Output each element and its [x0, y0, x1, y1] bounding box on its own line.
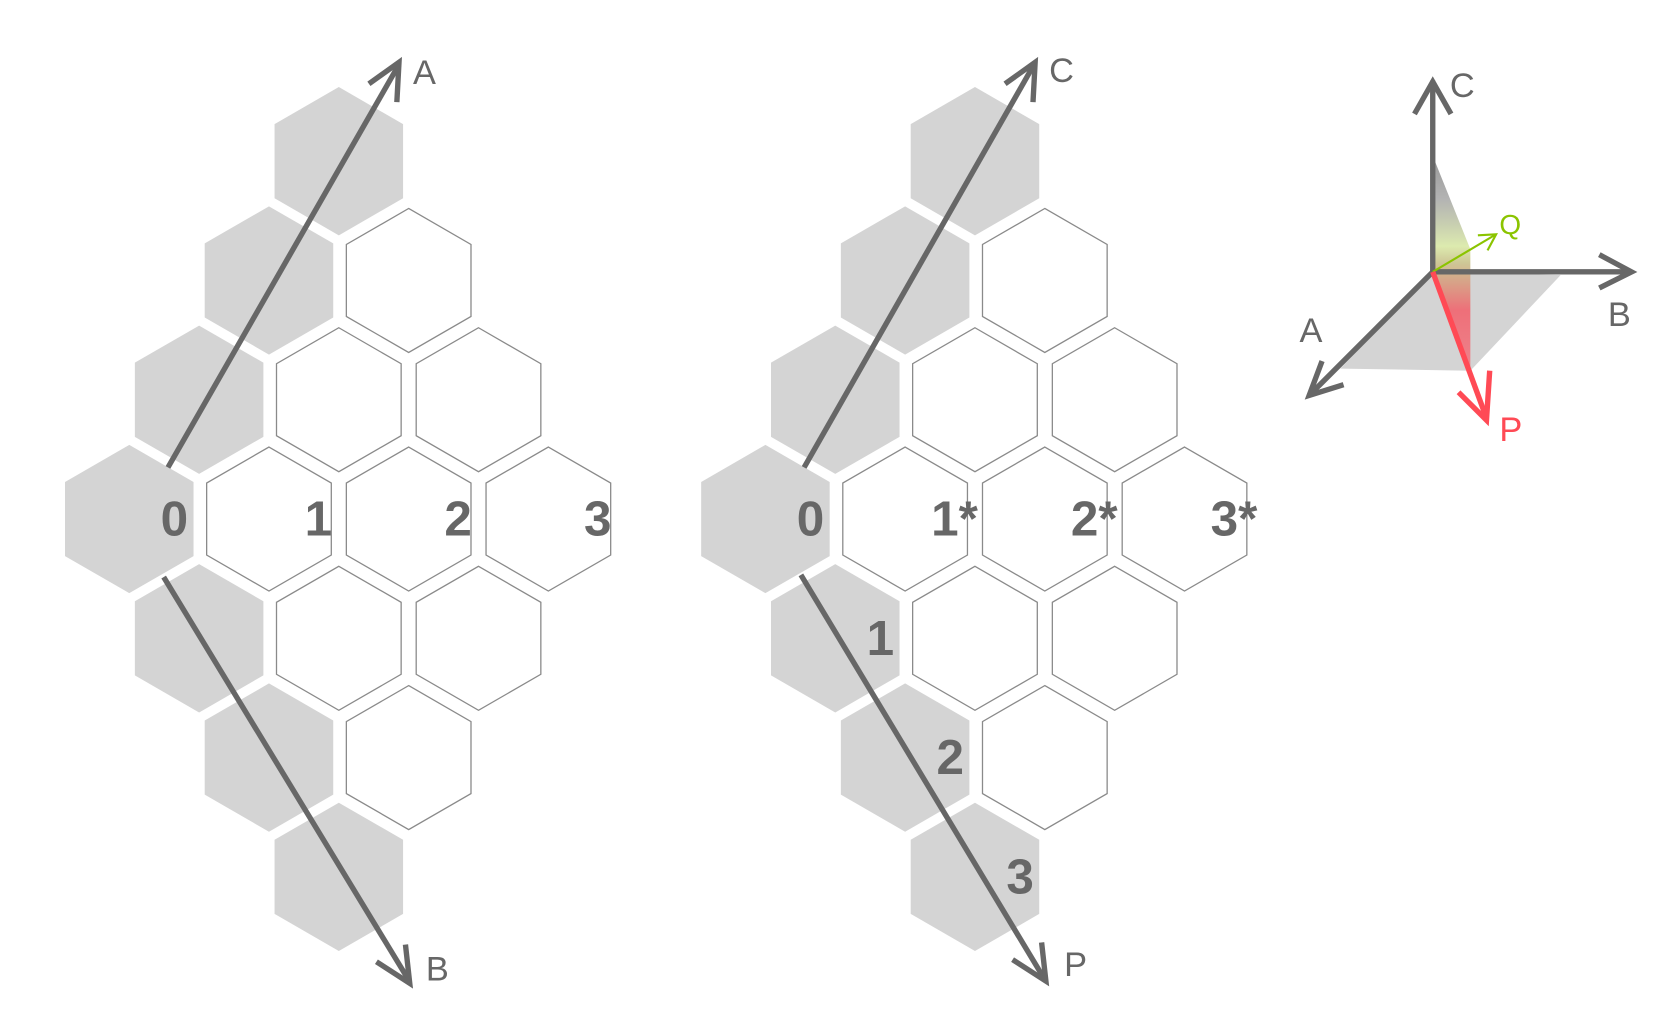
vector-p-arrow [798, 573, 1050, 987]
grid-cell [981, 446, 1108, 592]
vector-q-arrow [1432, 233, 1498, 273]
axis-b-arrow [161, 575, 414, 989]
grid-cell [842, 446, 969, 592]
down-axis-label: 3 [1006, 849, 1034, 904]
axis-a-arrow [165, 56, 402, 469]
grid-cell [206, 446, 332, 592]
axis-cell [204, 683, 334, 832]
diagonal-label: 3 [584, 492, 611, 547]
axis-cell [771, 564, 900, 713]
diagonal-label: 1* [931, 492, 978, 547]
axis-b-3d [1432, 252, 1638, 291]
diagonal-label: 1 [305, 492, 333, 547]
grid-cell [912, 565, 1038, 712]
axis-cell [840, 206, 970, 355]
axis-a-label: A [413, 54, 436, 92]
axis-cell [701, 444, 830, 594]
grid-cell [981, 207, 1108, 354]
grid-cell [345, 207, 472, 354]
axis-c-arrow [801, 56, 1039, 469]
axis-c-3d-label: C [1450, 67, 1475, 105]
axis-cell [771, 325, 900, 474]
grid-cell [345, 446, 472, 592]
grid-cell [415, 327, 542, 473]
grid-cell [275, 565, 402, 712]
axis-cell [910, 87, 1040, 236]
diagonal-label: 2 [444, 492, 472, 547]
diagonal-label: 3* [1211, 492, 1258, 547]
grid-cell [1051, 327, 1178, 473]
grid-cell [485, 446, 612, 592]
grid-cell [981, 684, 1108, 831]
axis-a-3d-label: A [1299, 312, 1322, 350]
axis-a-3d [1304, 269, 1435, 400]
grid-cell [1051, 565, 1178, 712]
vector-q-label: Q [1499, 209, 1521, 240]
grid-cell [345, 684, 472, 831]
axis-cell [134, 325, 264, 474]
axis-b-label: B [426, 950, 449, 988]
vector-p-label: P [1064, 946, 1087, 984]
axis-cell [274, 802, 404, 952]
middle-hex-panel: 0 1* 2* 3* 1 2 3 [701, 87, 1258, 952]
vector-p-3d-label: P [1499, 411, 1522, 449]
vector-p-3d-arrow [1430, 270, 1493, 427]
axis-cell [840, 683, 970, 832]
origin-label: 0 [797, 492, 824, 547]
axis-cell [274, 87, 404, 236]
axes-3d: C B A P Q [1299, 67, 1638, 449]
grid-cell [912, 327, 1038, 473]
grid-cell [275, 327, 402, 473]
down-axis-label: 1 [867, 611, 895, 666]
axis-c-3d [1412, 76, 1454, 272]
grid-cell [415, 565, 542, 712]
axis-cell [204, 206, 334, 355]
left-hex-panel: 0 1 2 3 [65, 87, 612, 952]
diagonal-label: 2* [1071, 492, 1118, 547]
axis-c-label: C [1049, 52, 1074, 90]
down-axis-label: 2 [937, 730, 965, 785]
projection-strip [1432, 155, 1471, 371]
grid-cell [1121, 446, 1248, 592]
origin-label: 0 [161, 492, 189, 547]
axis-b-3d-label: B [1608, 296, 1631, 334]
axis-cell [65, 444, 194, 594]
